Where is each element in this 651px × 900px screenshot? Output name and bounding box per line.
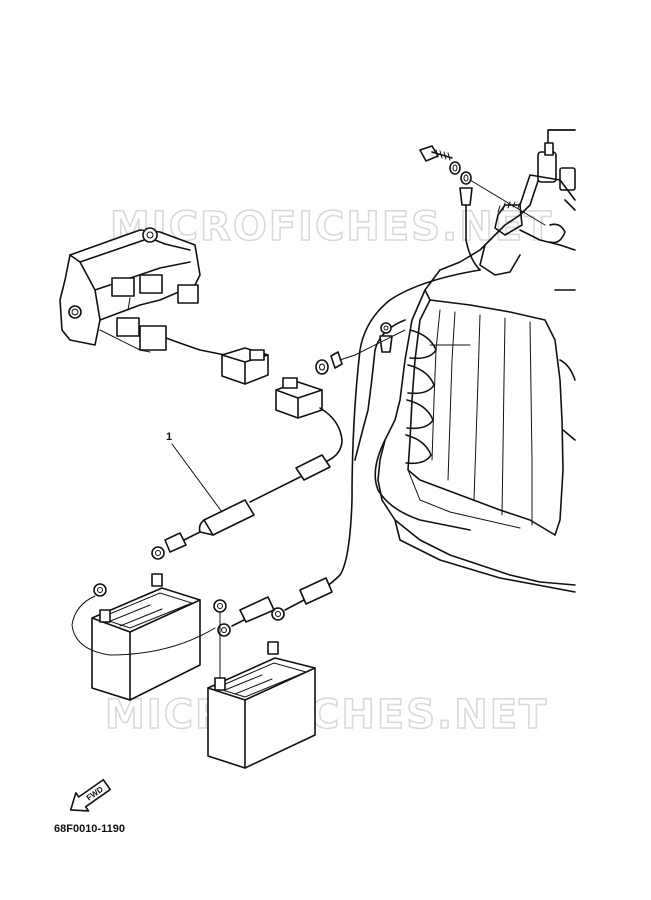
battery-right bbox=[207, 599, 316, 769]
forward-arrow-icon: FWD bbox=[69, 778, 111, 812]
diagram-code: 68F0010-1190 bbox=[54, 823, 125, 835]
engine-assembly bbox=[374, 129, 576, 593]
callout-1-label: 1 bbox=[166, 431, 172, 443]
callout-1: 1 bbox=[166, 431, 223, 513]
battery-cable bbox=[217, 269, 481, 637]
rectifier-regulator bbox=[59, 227, 226, 356]
fuse-wire-harness bbox=[151, 454, 331, 560]
battery-left bbox=[71, 573, 216, 701]
wire-connector-pair bbox=[221, 347, 343, 463]
ground-bolt-set bbox=[419, 145, 546, 271]
watermark-bottom: MICROFICHES.NET bbox=[105, 692, 548, 738]
